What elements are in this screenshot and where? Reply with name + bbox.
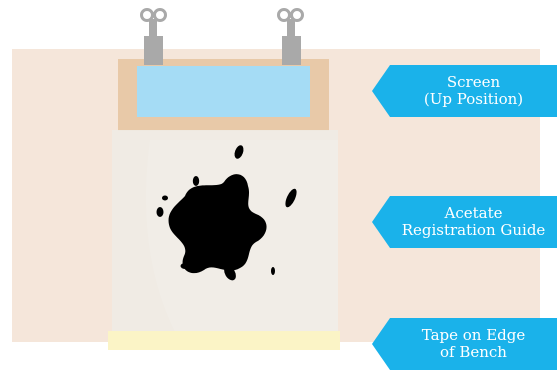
hinge-clamp-left bbox=[142, 10, 166, 66]
tape-strip bbox=[108, 331, 340, 350]
callout-tape-line1: Tape on Edge bbox=[422, 327, 526, 344]
callout-acetate-line2: Registration Guide bbox=[402, 222, 546, 239]
callout-acetate-line1: Acetate bbox=[445, 205, 503, 222]
screen-mesh bbox=[137, 66, 310, 117]
callout-screen-line1: Screen bbox=[447, 74, 500, 91]
hinge-clamp-right bbox=[279, 10, 303, 66]
callout-screen-line2: (Up Position) bbox=[424, 91, 523, 108]
callout-tape: Tape on Edge of Bench bbox=[372, 318, 557, 370]
callout-screen: Screen (Up Position) bbox=[372, 65, 557, 117]
callout-acetate: Acetate Registration Guide bbox=[372, 196, 557, 248]
callout-tape-line2: of Bench bbox=[440, 344, 507, 361]
